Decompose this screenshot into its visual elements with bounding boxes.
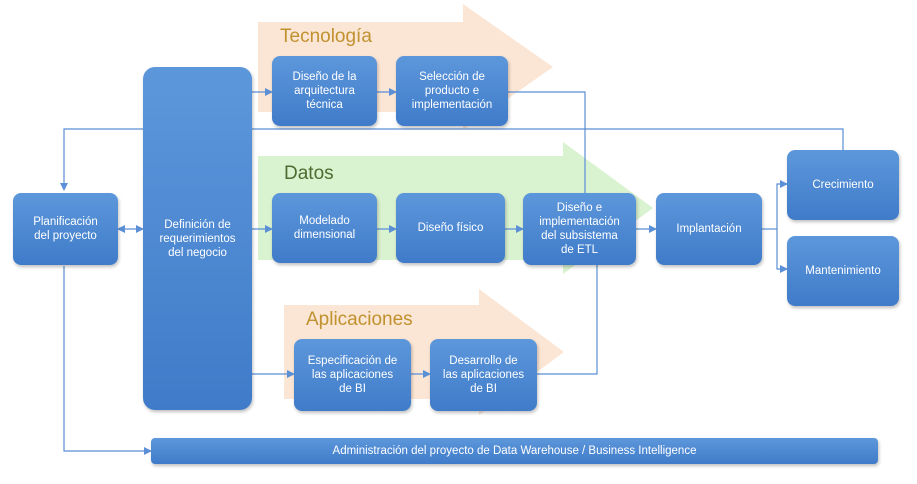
connector-to-mantenimiento (776, 229, 788, 273)
box-diseno-etl-label: Diseño e implementación del subsistema d… (539, 202, 620, 256)
box-diseno-arquitectura[interactable]: Diseño de la arquitectura técnica (272, 56, 377, 126)
box-planificacion-label: Planificación del proyecto (33, 216, 98, 242)
box-planificacion[interactable]: Planificación del proyecto (13, 193, 118, 265)
box-definicion-requerimientos[interactable]: Definición de requerimientos del negocio (143, 67, 252, 410)
box-diseno-etl[interactable]: Diseño e implementación del subsistema d… (523, 193, 636, 265)
box-modelado-dimensional[interactable]: Modelado dimensional (272, 193, 377, 263)
box-diseno-arquitectura-label: Diseño de la arquitectura técnica (292, 71, 357, 111)
box-implantacion-label: Implantación (676, 223, 742, 235)
connector-planificacion-administracion (63, 266, 152, 455)
box-mantenimiento[interactable]: Mantenimiento (787, 236, 899, 306)
box-especificacion-aplicaciones[interactable]: Especificación de las aplicaciones de BI (294, 339, 411, 411)
box-mantenimiento-label: Mantenimiento (805, 265, 881, 277)
box-diseno-fisico-label: Diseño físico (417, 222, 484, 234)
box-seleccion-producto[interactable]: Selección de producto e implementación (396, 56, 508, 126)
box-implantacion[interactable]: Implantación (656, 193, 762, 265)
connector-to-crecimiento (776, 180, 788, 229)
box-especificacion-aplicaciones-label: Especificación de las aplicaciones de BI (307, 355, 398, 395)
band-title-tecnologia: Tecnología (280, 26, 372, 47)
box-crecimiento-label: Crecimiento (812, 179, 874, 191)
band-title-aplicaciones: Aplicaciones (306, 309, 413, 330)
box-modelado-dimensional-label: Modelado dimensional (293, 215, 356, 241)
box-administracion-proyecto[interactable]: Administración del proyecto de Data Ware… (151, 438, 878, 464)
box-definicion-label: Definición de requerimientos del negocio (159, 218, 236, 259)
box-desarrollo-aplicaciones-label: Desarrollo de las aplicaciones de BI (442, 355, 525, 395)
box-crecimiento[interactable]: Crecimiento (787, 150, 899, 220)
box-administracion-label: Administración del proyecto de Data Ware… (332, 445, 697, 457)
box-seleccion-producto-label: Selección de producto e implementación (411, 71, 493, 111)
band-title-datos: Datos (284, 163, 334, 184)
box-desarrollo-aplicaciones[interactable]: Desarrollo de las aplicaciones de BI (430, 339, 537, 411)
box-diseno-fisico[interactable]: Diseño físico (396, 193, 505, 263)
